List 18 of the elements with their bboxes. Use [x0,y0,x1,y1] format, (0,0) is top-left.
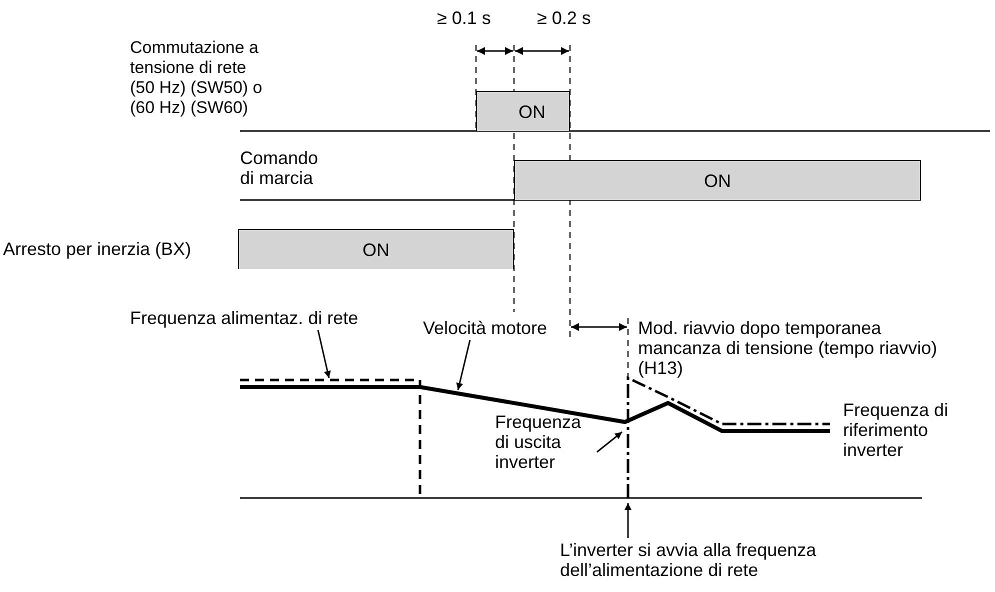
leader-line [317,330,331,378]
leader-line [596,431,622,453]
signal-name: Commutazione a tensione di rete (50 Hz) (SW50) o (60 Hz) (SW60) [130,38,264,118]
note-text: L’inverter si avvia alla frequenza dell’alimentazione di rete [560,540,860,580]
on-pulse: ON [238,229,514,269]
leader-line [624,503,632,538]
on-pulse: ON [514,160,921,200]
signal-label: Velocità motore [423,318,563,338]
on-pulse: ON [476,91,570,131]
signal-label: Frequenza di riferimento inverter [843,400,950,460]
leader-line [456,340,471,390]
signal-label: Frequenza di uscita inverter [495,412,595,472]
duration-label: ≥ 0.1 s [437,8,492,28]
duration-label: ≥ 0.2 s [537,8,592,28]
signal-label: Frequenza alimentaz. di rete [130,308,400,328]
parameter-note: Mod. riavvio dopo temporanea mancanza di tensione (tempo riavvio) (H13) [638,318,938,378]
signal-name: Arresto per inerzia (BX) [3,239,192,259]
signal-name: Comando di marcia [240,148,320,188]
